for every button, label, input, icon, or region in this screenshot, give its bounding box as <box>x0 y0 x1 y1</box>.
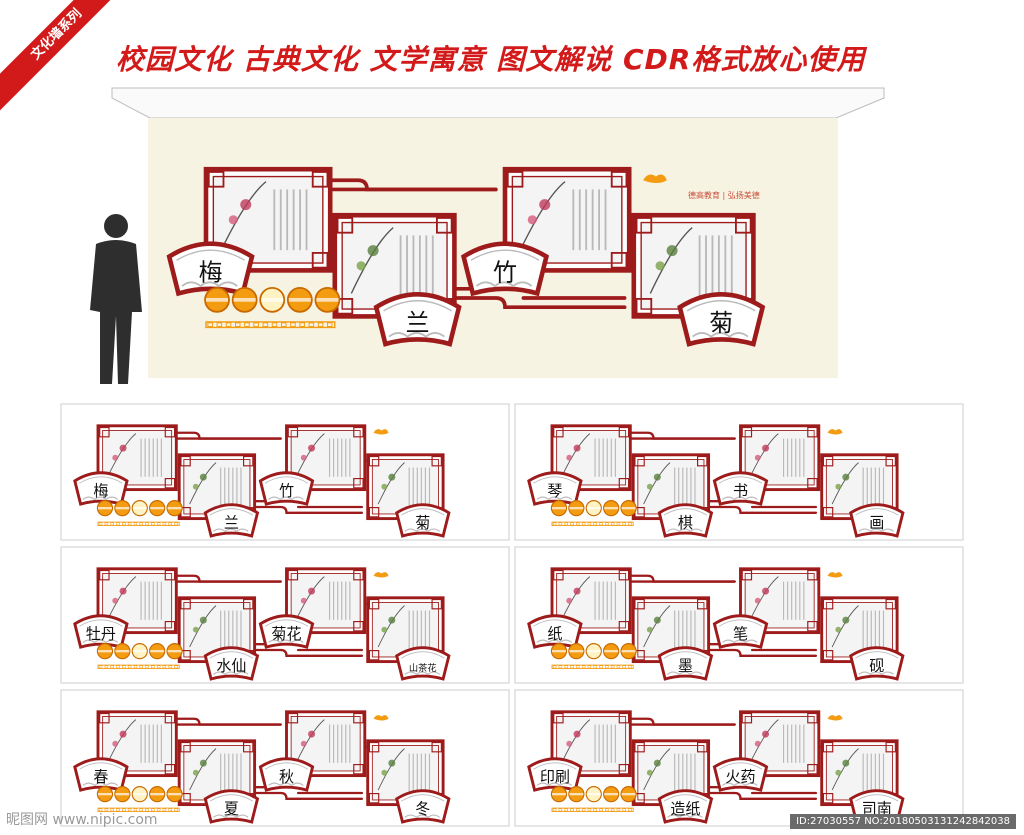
fan-plaque: 笔 <box>712 614 769 649</box>
meander-border <box>97 807 180 812</box>
fan-label: 梅 <box>93 482 108 500</box>
cloud-logo <box>373 715 389 721</box>
fan-plaque: 秋 <box>258 757 315 792</box>
fan-label: 菊花 <box>271 625 301 643</box>
fan-label: 水仙 <box>216 657 246 675</box>
fan-plaque: 夏 <box>203 789 260 824</box>
fan-label: 纸 <box>547 625 562 643</box>
fan-label: 火药 <box>725 768 755 786</box>
panel-wall-group: 春夏 秋冬 <box>73 710 451 824</box>
panel-wall-group: 梅兰 竹菊 <box>73 424 451 538</box>
cloud-logo <box>827 429 843 435</box>
cloud-logo <box>373 429 389 435</box>
fan-plaque: 火药 <box>712 757 769 792</box>
fan-plaque: 竹 <box>460 241 550 297</box>
fan-plaque: 棋 <box>657 503 714 538</box>
meander-border <box>205 321 336 329</box>
fan-label: 墨 <box>678 657 693 675</box>
man-silhouette <box>90 214 142 384</box>
top-wall-group: 梅兰 竹菊 <box>166 166 766 347</box>
fan-label: 棋 <box>678 514 693 532</box>
fan-label: 兰 <box>224 514 239 532</box>
fan-plaque: 水仙 <box>203 646 260 681</box>
fan-plaque: 砚 <box>849 646 905 681</box>
fan-label: 秋 <box>279 768 294 786</box>
meander-border <box>97 521 180 526</box>
fan-label: 书 <box>733 482 748 500</box>
fan-plaque: 琴 <box>527 471 583 506</box>
fan-plaque: 竹 <box>258 471 315 506</box>
headline: 校园文化 古典文化 文学寓意 图文解说 CDR格式放心使用 <box>116 43 866 76</box>
fan-label: 春 <box>93 768 108 786</box>
panel-wall-group: 纸墨 笔砚 <box>527 567 905 681</box>
fan-label: 砚 <box>869 657 884 675</box>
fan-plaque: 书 <box>712 471 769 506</box>
fan-label: 山茶花 <box>409 662 437 674</box>
fan-label: 画 <box>869 514 884 532</box>
fan-plaque: 菊 <box>395 503 451 538</box>
fan-label: 琴 <box>547 482 562 500</box>
meander-border <box>551 521 634 526</box>
fan-plaque: 兰 <box>203 503 260 538</box>
fan-plaque: 墨 <box>657 646 714 681</box>
fan-label: 司南 <box>862 800 892 818</box>
meander-border <box>551 807 634 812</box>
fan-plaque: 菊 <box>677 292 766 347</box>
fan-plaque: 梅 <box>73 471 129 506</box>
fan-plaque: 梅 <box>166 241 255 297</box>
fan-plaque: 冬 <box>395 789 451 824</box>
fan-plaque: 兰 <box>373 292 462 347</box>
fan-label: 菊 <box>415 514 430 532</box>
fan-plaque: 牡丹 <box>73 614 129 649</box>
image-id: ID:27030557 NO:20180503131242842038 <box>790 814 1016 829</box>
fan-label: 菊 <box>709 309 733 337</box>
fan-label: 牡丹 <box>86 625 116 643</box>
fan-plaque: 山茶花 <box>395 646 451 681</box>
fan-label: 笔 <box>733 625 748 643</box>
fan-plaque: 春 <box>73 757 129 792</box>
fan-label: 造纸 <box>670 800 700 818</box>
fan-plaque: 画 <box>849 503 905 538</box>
watermark: 昵图网 www.nipic.com <box>6 812 158 828</box>
fan-plaque: 纸 <box>527 614 583 649</box>
wall-cap <box>111 87 885 119</box>
fan-plaque: 印刷 <box>527 757 583 792</box>
fan-plaque: 菊花 <box>258 614 315 649</box>
fan-label: 夏 <box>224 800 239 818</box>
meander-border <box>97 664 180 669</box>
fan-label: 冬 <box>415 800 430 818</box>
cloud-logo <box>827 715 843 721</box>
panel-wall-group: 琴棋 书画 <box>527 424 905 538</box>
badge-text: 德高教育 | 弘扬美德 <box>688 190 760 200</box>
fan-label: 梅 <box>199 259 223 287</box>
cloud-logo <box>373 572 389 578</box>
meander-border <box>551 664 634 669</box>
fan-label: 印刷 <box>540 768 570 786</box>
cloud-logo <box>643 174 667 183</box>
cloud-logo <box>827 572 843 578</box>
fan-label: 竹 <box>493 259 517 287</box>
fan-plaque: 造纸 <box>657 789 714 824</box>
fan-label: 兰 <box>406 309 430 337</box>
fan-label: 竹 <box>279 482 294 500</box>
